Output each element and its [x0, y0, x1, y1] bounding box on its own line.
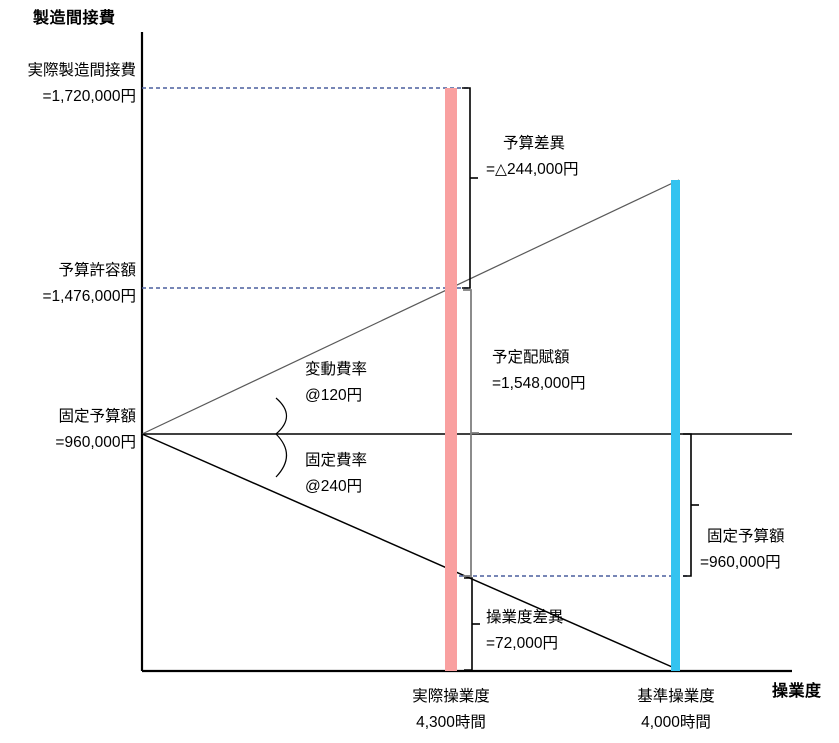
- label-applied-overhead-line1: 予定配賦額: [492, 349, 570, 366]
- budget-variance-bracket: [462, 87, 471, 289]
- label-fixed-budget-left-line2: =960,000円: [55, 434, 136, 451]
- label-fixed-budget-left: 固定予算額 =960,000円: [0, 404, 136, 456]
- label-volume-variance-line2: =72,000円: [486, 635, 558, 652]
- xtick-actual-capacity-line2: 4,300時間: [416, 714, 486, 731]
- xtick-standard-capacity-line2: 4,000時間: [641, 714, 711, 731]
- fixed-cost-rate-line: [141, 433, 680, 671]
- label-budget-allowance-line1: 予算許容額: [58, 262, 136, 279]
- label-fixed-cost-rate: 固定費率 @240円: [305, 448, 367, 500]
- label-budget-variance-line1: 予算差異: [503, 135, 566, 152]
- variable-rate-angle-arc: [275, 397, 288, 435]
- label-actual-overhead-line1: 実際製造間接費: [27, 62, 136, 79]
- label-fixed-budget-left-line1: 固定予算額: [58, 408, 136, 425]
- label-actual-overhead: 実際製造間接費 =1,720,000円: [0, 58, 136, 110]
- label-fixed-cost-rate-line1: 固定費率: [305, 452, 368, 469]
- label-budget-allowance: 予算許容額 =1,476,000円: [0, 258, 136, 310]
- label-volume-variance: 操業度差異 =72,000円: [486, 605, 564, 657]
- label-fixed-budget-right: 固定予算額 =960,000円: [700, 524, 785, 576]
- volume-variance-bracket: [464, 577, 473, 671]
- x-axis-title: 操業度: [772, 683, 822, 700]
- label-applied-overhead: 予定配賦額 =1,548,000円: [492, 345, 586, 397]
- label-actual-overhead-line2: =1,720,000円: [42, 88, 136, 105]
- label-variable-cost-rate-line2: @120円: [305, 387, 363, 404]
- standard-capacity-bar: [671, 180, 680, 671]
- chart-title: 製造間接費: [33, 10, 116, 27]
- xtick-standard-capacity-line1: 基準操業度: [637, 688, 715, 705]
- label-applied-overhead-line2: =1,548,000円: [492, 375, 586, 392]
- applied-overhead-bracket: [463, 289, 472, 577]
- label-budget-variance: 予算差異 =△244,000円: [486, 131, 579, 183]
- variable-cost-rate-line: [141, 179, 680, 435]
- xtick-actual-capacity: 実際操業度 4,300時間: [386, 684, 516, 736]
- label-variable-cost-rate: 変動費率 @120円: [305, 357, 367, 409]
- label-budget-variance-line2: =△244,000円: [486, 161, 579, 178]
- label-variable-cost-rate-line1: 変動費率: [305, 361, 368, 378]
- fixed-rate-angle-arc: [275, 433, 288, 478]
- fixed-budget-bracket: [683, 433, 692, 577]
- label-volume-variance-line1: 操業度差異: [486, 609, 564, 626]
- label-fixed-budget-right-line1: 固定予算額: [707, 528, 785, 545]
- label-fixed-budget-right-line2: =960,000円: [700, 554, 781, 571]
- xtick-actual-capacity-line1: 実際操業度: [412, 688, 490, 705]
- actual-capacity-bar: [445, 88, 457, 671]
- label-fixed-cost-rate-line2: @240円: [305, 478, 363, 495]
- label-budget-allowance-line2: =1,476,000円: [42, 288, 136, 305]
- xtick-standard-capacity: 基準操業度 4,000時間: [611, 684, 741, 736]
